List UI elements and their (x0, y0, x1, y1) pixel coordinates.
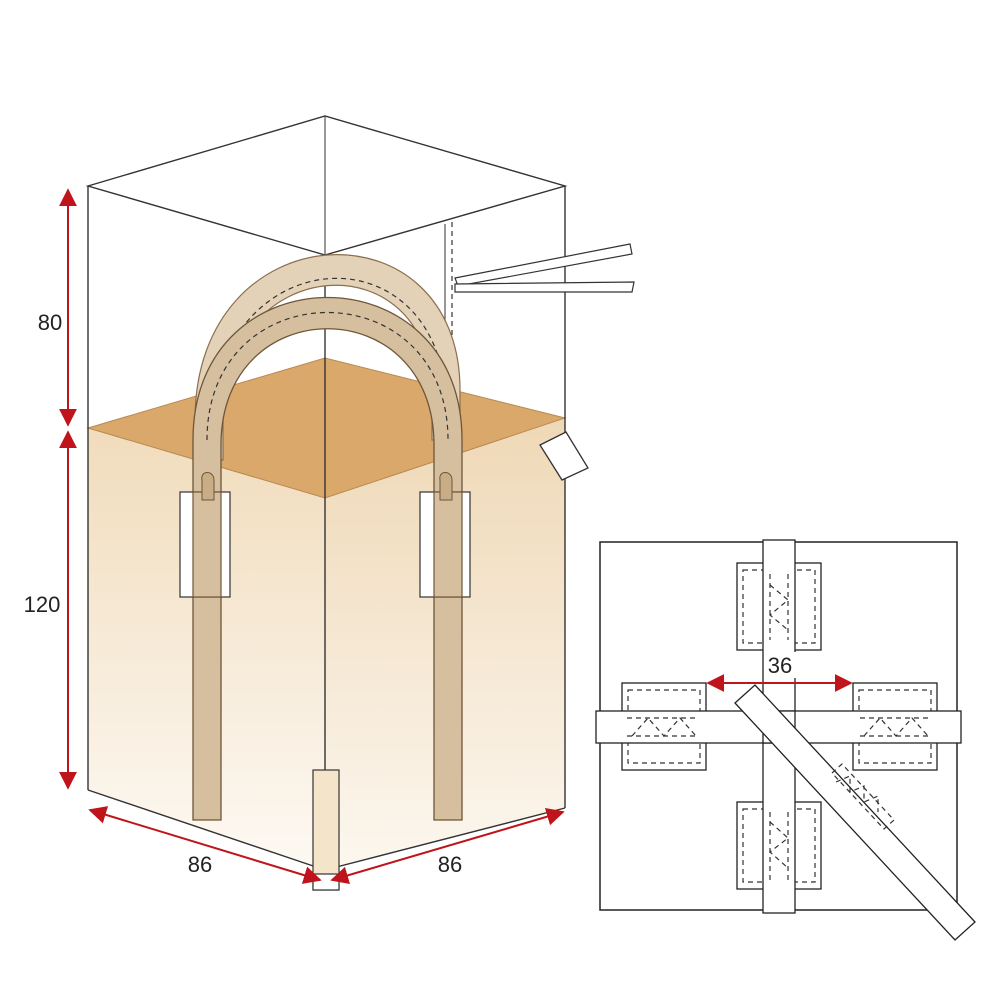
label-body-height: 120 (24, 592, 61, 617)
lifting-loop-front (192, 296, 463, 821)
label-loop-spacing: 36 (768, 653, 792, 678)
loop-tab-left (201, 472, 215, 501)
bag-top-view: 36 (595, 539, 976, 941)
discharge-spout (312, 769, 340, 891)
document-pouch (539, 431, 589, 481)
tie-strings (454, 243, 635, 293)
label-top-height: 80 (38, 310, 62, 335)
bulk-bag-3d-view (85, 115, 635, 891)
dimension-line-width-left (88, 806, 322, 884)
top-skirt (85, 115, 568, 790)
loop-tab-right (439, 472, 453, 501)
label-width-left: 86 (188, 852, 212, 877)
label-width-right: 86 (438, 852, 462, 877)
dimensions: 80 120 86 86 (24, 188, 565, 885)
dimension-line-width-right (330, 807, 565, 885)
